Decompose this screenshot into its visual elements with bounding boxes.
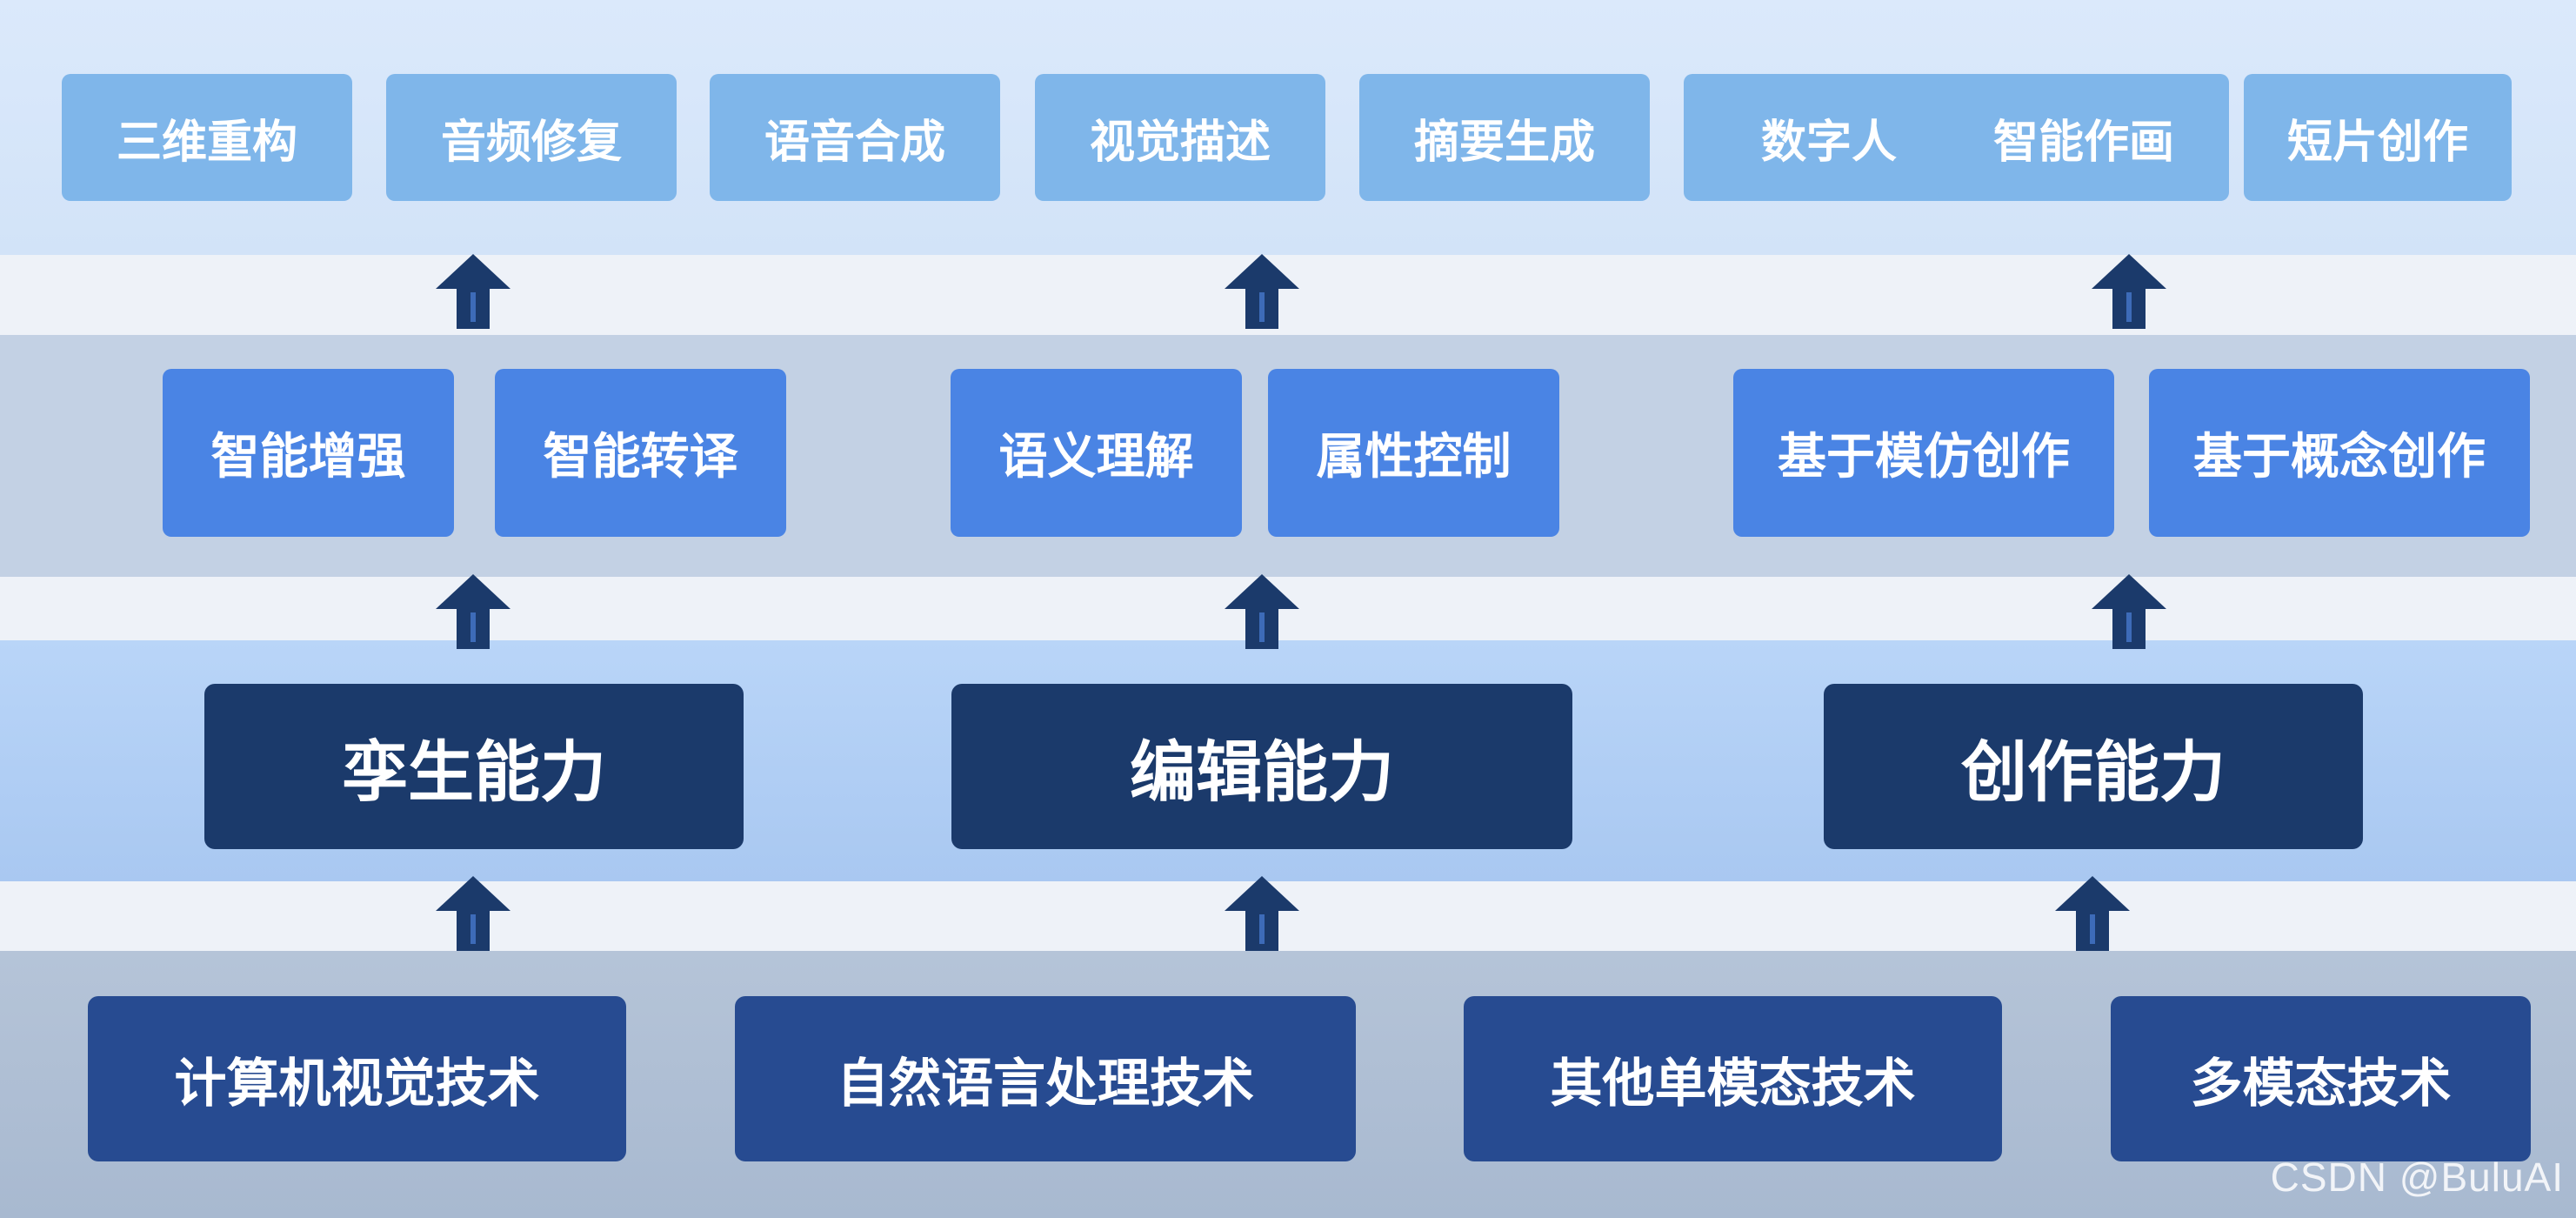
technology-box: 其他单模态技术 xyxy=(1464,996,2002,1161)
capability-box: 基于概念创作 xyxy=(2149,369,2530,537)
up-arrow-icon xyxy=(436,574,511,649)
core-ability-box: 孪生能力 xyxy=(204,684,744,849)
application-box: 三维重构 xyxy=(62,74,352,201)
application-box: 短片创作 xyxy=(2244,74,2512,201)
technology-box: 计算机视觉技术 xyxy=(88,996,626,1161)
layer-gap xyxy=(0,255,2576,335)
core-ability-box: 创作能力 xyxy=(1824,684,2363,849)
application-box: 数字人 xyxy=(1684,74,1974,201)
technology-box: 多模态技术 xyxy=(2111,996,2531,1161)
technology-box: 自然语言处理技术 xyxy=(735,996,1356,1161)
up-arrow-icon xyxy=(436,876,511,951)
capability-box: 智能转译 xyxy=(495,369,786,537)
application-box: 摘要生成 xyxy=(1359,74,1650,201)
layer-gap xyxy=(0,881,2576,951)
watermark: CSDN @BuluAI xyxy=(2270,1154,2564,1200)
application-box: 视觉描述 xyxy=(1035,74,1325,201)
capability-box: 语义理解 xyxy=(951,369,1242,537)
application-box: 语音合成 xyxy=(710,74,1000,201)
up-arrow-icon xyxy=(2092,574,2166,649)
up-arrow-icon xyxy=(2092,254,2166,329)
up-arrow-icon xyxy=(436,254,511,329)
capability-box: 基于模仿创作 xyxy=(1733,369,2114,537)
capability-box: 智能增强 xyxy=(163,369,454,537)
up-arrow-icon xyxy=(2055,876,2130,951)
up-arrow-icon xyxy=(1225,254,1299,329)
up-arrow-icon xyxy=(1225,876,1299,951)
capability-box: 属性控制 xyxy=(1268,369,1559,537)
application-box: 智能作画 xyxy=(1939,74,2229,201)
core-ability-box: 编辑能力 xyxy=(951,684,1572,849)
application-box: 音频修复 xyxy=(386,74,677,201)
up-arrow-icon xyxy=(1225,574,1299,649)
